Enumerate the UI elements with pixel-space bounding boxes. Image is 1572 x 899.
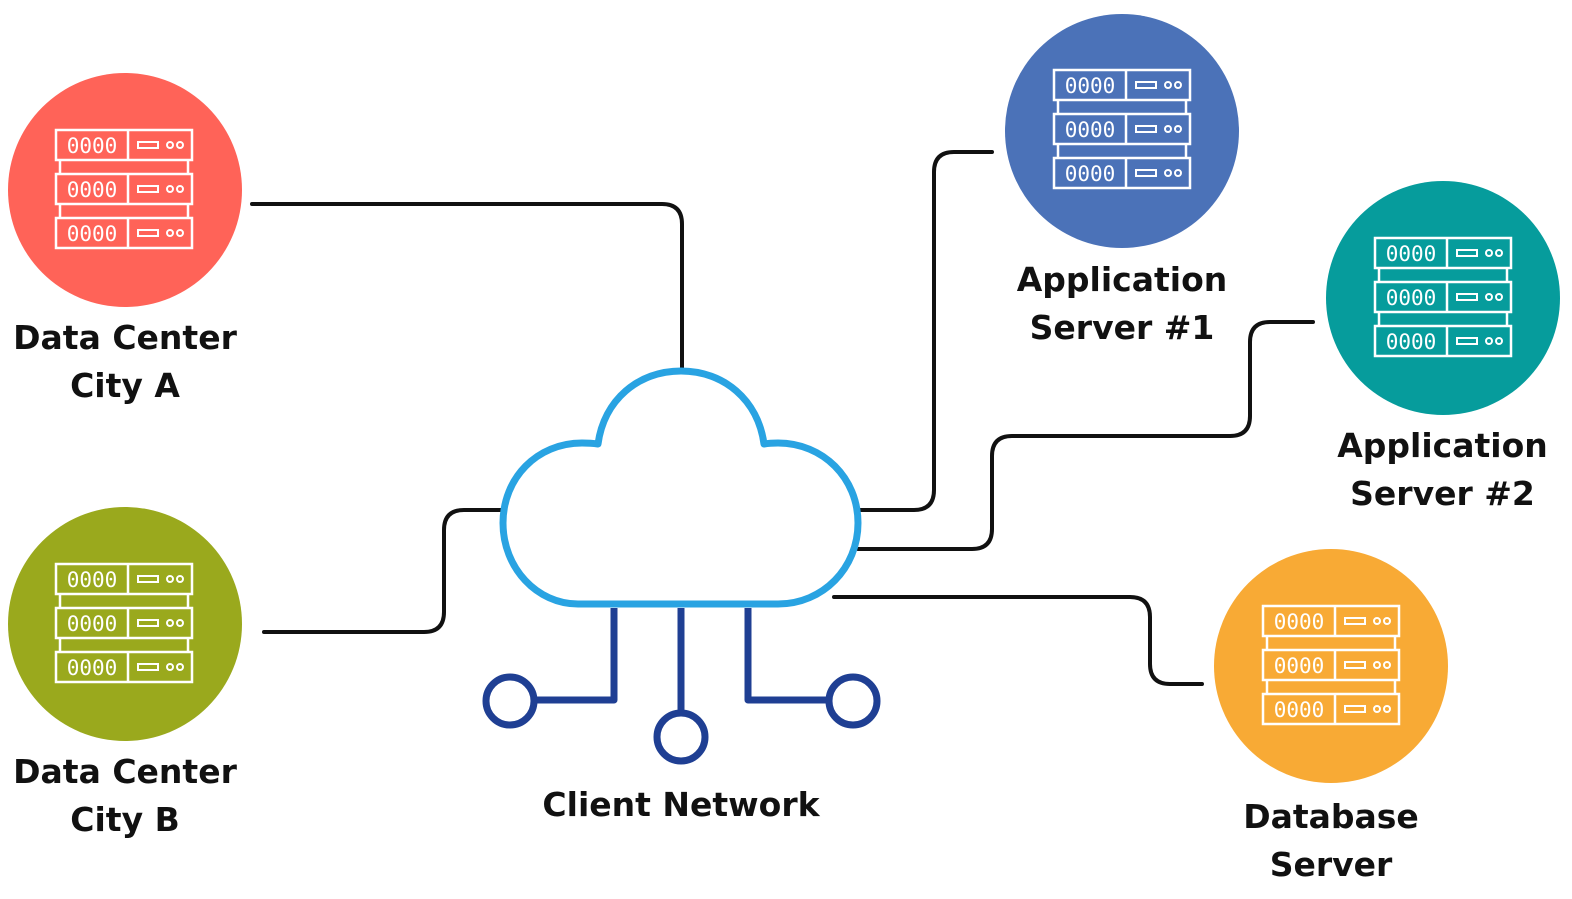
node-circle [8, 73, 242, 307]
label-line2: Server #2 [1350, 474, 1535, 513]
label-data-center-city-a: Data Center City A [0, 314, 250, 410]
node-database-server [1214, 549, 1448, 783]
node-circle [1326, 181, 1560, 415]
label-line2: Server #1 [1029, 308, 1215, 347]
client-network-node [482, 367, 881, 765]
link-app2 [856, 320, 1315, 551]
label-line1: Data Center [13, 752, 237, 791]
node-application-server-2 [1326, 181, 1560, 415]
label-line2: Server [1269, 845, 1393, 884]
cloud-icon [499, 367, 862, 608]
link-dc-b [262, 508, 505, 634]
node-circle [8, 507, 242, 741]
label-line1: Application [1337, 426, 1548, 465]
label-line1: Database [1243, 797, 1419, 836]
cloud-label: Client Network [542, 785, 820, 824]
label-line2: City A [70, 366, 180, 405]
label-line1: Application [1016, 260, 1228, 299]
link-app1 [856, 150, 994, 512]
label-data-center-city-b: Data Center City B [0, 748, 250, 844]
label-line1: Data Center [13, 318, 237, 357]
network-connectors-icon [482, 608, 881, 765]
node-circle [1005, 14, 1239, 248]
node-data-center-city-a [8, 73, 242, 307]
link-dc-a [250, 202, 684, 370]
label-application-server-2: Application Server #2 [1313, 422, 1572, 518]
connections [250, 150, 1315, 686]
label-client-network: Client Network [531, 781, 831, 829]
node-circle [1214, 549, 1448, 783]
label-application-server-1: Application Server #1 [992, 256, 1252, 352]
label-line2: City B [70, 800, 180, 839]
link-db [832, 595, 1204, 686]
label-database-server: Database Server [1201, 793, 1461, 889]
node-application-server-1 [1005, 14, 1239, 248]
node-data-center-city-b [8, 507, 242, 741]
